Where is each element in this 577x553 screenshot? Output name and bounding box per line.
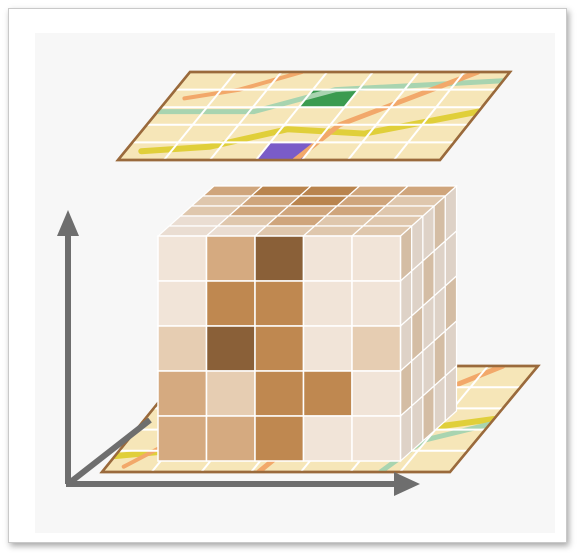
cube-front-cell (304, 281, 353, 326)
cube-front-cell (255, 281, 304, 326)
cube-top-cell (386, 196, 446, 206)
cube-front-cell (304, 326, 353, 371)
cube-front-cell (207, 326, 256, 371)
cube-front-cell (207, 236, 256, 281)
horizontal-axis-arrow-icon (394, 472, 420, 496)
cube-front-cell (352, 281, 401, 326)
cube-front-cell (255, 236, 304, 281)
cube-front-cell (158, 371, 207, 416)
cube-side-cell (401, 406, 412, 461)
cube-top-cell (374, 206, 434, 216)
cube-front-cell (255, 416, 304, 461)
cube-side-cell (423, 386, 434, 441)
cube-side-cell (434, 376, 445, 431)
cube-top-cell (352, 226, 412, 236)
top-map-layer (118, 72, 510, 160)
cube-front-cell (158, 236, 207, 281)
cube-front-cell (158, 281, 207, 326)
cube-front-cell (207, 281, 256, 326)
cube-front-cell (352, 236, 401, 281)
cube-front-cell (304, 371, 353, 416)
cube-front-cell (352, 326, 401, 371)
cube-front-cell (158, 416, 207, 461)
cube-front-cell (255, 326, 304, 371)
cube-front-cell (207, 416, 256, 461)
data-cube (158, 186, 457, 461)
vertical-axis-arrow-icon (57, 210, 79, 236)
cube-front-cell (352, 371, 401, 416)
cube-front-cell (304, 236, 353, 281)
cube-front-cell (304, 416, 353, 461)
cube-side-cell (412, 396, 423, 451)
cube-side-cell (445, 366, 456, 421)
cube-top-cell (397, 186, 457, 196)
cube-front-cell (158, 326, 207, 371)
cube-front-cell (255, 371, 304, 416)
cube-top-cell (363, 216, 423, 226)
cube-front-cell (207, 371, 256, 416)
cube-front-cell (352, 416, 401, 461)
